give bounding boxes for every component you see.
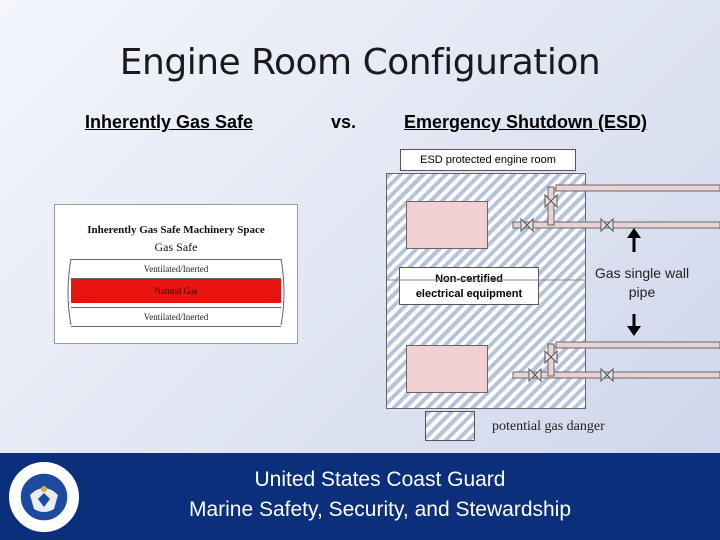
gas-pipe-label: Gas single wall pipe [584, 264, 700, 302]
pipe-top-lower [512, 221, 720, 229]
gas-safe-figure-subtitle: Gas Safe [154, 240, 198, 254]
heading-vs: vs. [331, 112, 357, 132]
band-ventilated-top: Ventilated/Inerted [71, 259, 281, 279]
heading-esd: Emergency Shutdown (ESD) [404, 112, 648, 132]
band-ventilated-bottom: Ventilated/Inerted [71, 307, 281, 327]
valve-icon [544, 349, 558, 365]
valve-icon [600, 217, 614, 233]
valve-icon [520, 217, 534, 233]
esd-room-label: ESD protected engine room [400, 149, 576, 171]
pipe-bottom-upper [555, 341, 720, 349]
dhs-seal-logo [7, 460, 81, 534]
pipe-top-upper [555, 184, 720, 192]
equipment-label-line1: Non-certified [435, 273, 503, 285]
gas-pipe-label-line1: Gas single wall [594, 265, 690, 281]
gas-pipe-label-line2: pipe [628, 284, 656, 300]
arrow-up-icon [627, 228, 641, 252]
arrow-down-icon [627, 314, 641, 336]
pipe-wall-outline [67, 258, 285, 326]
page-title: Engine Room Configuration [119, 42, 601, 83]
valve-icon [528, 367, 542, 383]
footer-banner: United States Coast Guard Marine Safety,… [0, 453, 720, 540]
heading-inherently-gas-safe: Inherently Gas Safe [85, 112, 254, 132]
equipment-box-top [406, 201, 488, 249]
band-natural-gas: Natural Gas [71, 279, 281, 303]
pipe-top-riser [547, 186, 555, 226]
footer-line-1: United States Coast Guard [254, 468, 506, 491]
gas-safe-figure: Inherently Gas Safe Machinery Space Gas … [54, 204, 298, 344]
legend-hatch-swatch [425, 411, 475, 441]
non-certified-equipment-label: Non-certified electrical equipment [399, 267, 539, 305]
valve-icon [600, 367, 614, 383]
footer-line-2: Marine Safety, Security, and Stewardship [188, 498, 572, 521]
equipment-box-bottom [406, 345, 488, 393]
pipe-bottom-lower [512, 371, 720, 379]
legend-label: potential gas danger [492, 419, 605, 434]
gas-safe-figure-title: Inherently Gas Safe Machinery Space [87, 224, 265, 236]
valve-icon [544, 193, 558, 209]
equipment-label-line2: electrical equipment [415, 288, 523, 300]
pipe-bottom-riser [547, 343, 555, 377]
